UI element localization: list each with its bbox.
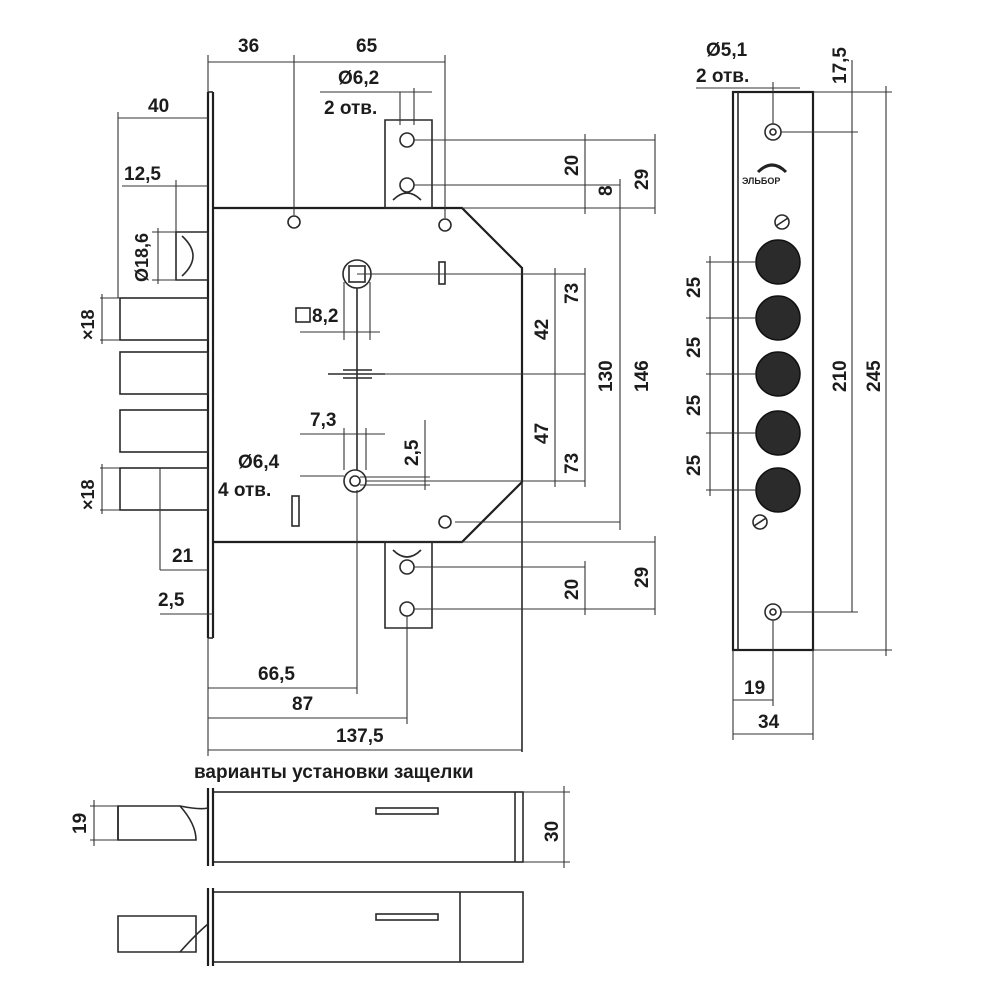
dim-245: 245 [864, 360, 885, 392]
dim-2-5-low: 2,5 [158, 590, 185, 611]
main-dimension-labels: 36 65 40 12,5 Ø18,6 ×18 ×18 Ø6,2 2 отв. … [78, 36, 653, 747]
latch-variant-2 [117, 888, 524, 966]
dim-diameter-6-4: Ø6,4 [238, 452, 280, 473]
dim-146: 146 [632, 360, 653, 392]
dim-137-5: 137,5 [336, 726, 384, 747]
dim-65: 65 [356, 36, 378, 57]
dim-25-3: 25 [684, 394, 705, 416]
strike-plate-dimension-labels: Ø5,1 2 отв. 17,5 25 25 25 25 210 245 19 … [684, 40, 885, 733]
dim-73-top: 73 [562, 283, 583, 304]
strike-plate: ЭЛЬБОР [731, 90, 815, 652]
main-dimensions [100, 55, 656, 756]
dim-2-holes-top: 2 отв. [324, 98, 377, 119]
dim-66-5: 66,5 [258, 664, 295, 685]
dim-20-top: 20 [562, 155, 583, 176]
dim-19-latch: 19 [70, 813, 91, 834]
square-symbol [295, 307, 311, 323]
dim-42: 42 [532, 319, 553, 340]
brand-logo: ЭЛЬБОР [742, 163, 788, 186]
strike-hole-3 [755, 351, 801, 397]
dim-210: 210 [830, 360, 851, 392]
dim-diameter-18-top: ×18 [78, 309, 98, 340]
dim-diameter-6-2: Ø6,2 [338, 68, 379, 89]
dim-34: 34 [758, 712, 780, 733]
strike-plate-dimensions [696, 60, 892, 740]
lock-body [119, 91, 524, 752]
dim-40: 40 [148, 96, 169, 117]
dim-29-bottom: 29 [632, 567, 653, 588]
dim-2-5-mid: 2,5 [402, 439, 423, 466]
strike-hole-2 [755, 295, 801, 341]
latch-variant-1 [90, 786, 570, 868]
dim-8: 8 [596, 185, 617, 196]
brand-logo-text: ЭЛЬБОР [742, 176, 780, 186]
dim-diameter-5-1: Ø5,1 [706, 40, 748, 61]
dim-87: 87 [292, 694, 313, 715]
dim-29-top: 29 [632, 169, 653, 190]
dim-21: 21 [172, 546, 194, 567]
dim-73-bottom: 73 [562, 453, 583, 474]
dim-square-8-2: 8,2 [312, 306, 338, 327]
dim-7-3: 7,3 [310, 410, 336, 431]
dim-25-1: 25 [684, 276, 705, 298]
strike-hole-5 [755, 467, 801, 513]
strike-hole-1 [755, 239, 801, 285]
dim-2-holes-plate: 2 отв. [696, 66, 749, 87]
dim-30: 30 [542, 821, 563, 842]
dim-36: 36 [238, 36, 259, 57]
dim-diameter-18-bottom: ×18 [78, 479, 98, 510]
dim-25-4: 25 [684, 454, 705, 476]
dim-47: 47 [532, 423, 553, 444]
dim-19-plate: 19 [744, 678, 765, 699]
dim-diameter-18-6: Ø18,6 [132, 233, 152, 282]
dim-17-5: 17,5 [830, 47, 851, 84]
latch-variants-caption: варианты установки защелки [194, 762, 474, 783]
dim-12-5: 12,5 [124, 164, 161, 185]
dim-4-holes: 4 отв. [218, 480, 271, 501]
dim-130: 130 [596, 360, 617, 392]
dim-25-2: 25 [684, 336, 705, 358]
dim-20-bottom: 20 [562, 579, 583, 600]
strike-hole-4 [755, 410, 801, 456]
